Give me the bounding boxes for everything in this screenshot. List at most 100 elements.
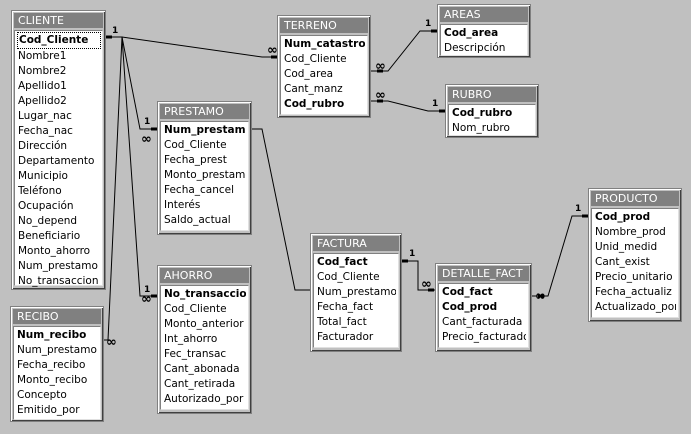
table-title[interactable]: CLIENTE <box>14 13 103 28</box>
field-producto-1[interactable]: Nombre_prod <box>595 226 666 238</box>
field-cliente-1[interactable]: Nombre1 <box>18 50 67 62</box>
relationship-cliente-recibo[interactable] <box>104 36 123 341</box>
field-producto-4[interactable]: Precio_unitario <box>595 271 673 283</box>
field-terreno-2[interactable]: Cod_area <box>284 68 334 80</box>
relationship-cliente-ahorro[interactable] <box>106 36 157 297</box>
table-title[interactable]: TERRENO <box>280 18 368 33</box>
field-prestamo-1[interactable]: Cod_Cliente <box>164 139 227 151</box>
field-cliente-14[interactable]: Monto_ahorro <box>18 245 91 257</box>
field-recibo-5[interactable]: Emitido_por <box>17 404 80 416</box>
table-title[interactable]: RUBRO <box>448 87 536 102</box>
relationship-factura-detalle_fact[interactable] <box>402 260 435 291</box>
field-recibo-1[interactable]: Num_prestamo <box>17 344 97 356</box>
relationship-prestamo-factura[interactable] <box>252 128 310 291</box>
relationship-cliente-terreno[interactable] <box>106 36 277 58</box>
field-prestamo-2[interactable]: Fecha_prest <box>164 154 227 166</box>
field-cliente-4[interactable]: Apellido2 <box>18 95 67 107</box>
field-detalle_fact-3[interactable]: Precio_facturado <box>442 331 526 343</box>
field-prestamo-6[interactable]: Saldo_actual <box>164 214 231 226</box>
field-ahorro-7[interactable]: Autorizado_por <box>164 393 244 405</box>
table-title[interactable]: RECIBO <box>13 309 101 324</box>
field-areas-1[interactable]: Descripción <box>444 42 506 54</box>
field-recibo-2[interactable]: Fecha_recibo <box>17 359 86 371</box>
field-factura-4[interactable]: Total_fact <box>317 316 367 328</box>
field-prestamo-3[interactable]: Monto_prestamo <box>164 169 246 181</box>
field-terreno-3[interactable]: Cant_manz <box>284 83 343 95</box>
cardinality-many-label: ∞ <box>106 335 117 350</box>
field-factura-5[interactable]: Facturador <box>317 331 374 343</box>
field-rubro-1[interactable]: Nom_rubro <box>452 122 510 134</box>
field-cliente-6[interactable]: Fecha_nac <box>18 125 73 137</box>
field-cliente-2[interactable]: Nombre2 <box>18 65 67 77</box>
field-cliente-7[interactable]: Dirección <box>18 140 68 152</box>
field-ahorro-5[interactable]: Cant_abonada <box>164 363 240 375</box>
field-prestamo-4[interactable]: Fecha_cancel <box>164 184 235 196</box>
field-prestamo-5[interactable]: Interés <box>164 199 201 211</box>
field-cliente-8[interactable]: Departamento <box>18 155 95 167</box>
field-areas-0[interactable]: Cod_area <box>444 27 499 39</box>
table-title[interactable]: FACTURA <box>313 236 399 251</box>
cardinality-many-label: ∞ <box>267 43 278 58</box>
field-rubro-0[interactable]: Cod_rubro <box>452 107 513 119</box>
table-title[interactable]: PRODUCTO <box>591 191 679 206</box>
field-terreno-1[interactable]: Cod_Cliente <box>284 53 347 65</box>
field-producto-6[interactable]: Actualizado_por <box>595 301 676 313</box>
field-ahorro-2[interactable]: Monto_anterior <box>164 318 244 330</box>
table-title[interactable]: DETALLE_FACT <box>438 266 529 281</box>
field-cliente-13[interactable]: Beneficiario <box>18 230 81 242</box>
field-cliente-5[interactable]: Lugar_nac <box>18 110 72 122</box>
field-terreno-4[interactable]: Cod_rubro <box>284 98 345 110</box>
field-recibo-4[interactable]: Concepto <box>17 389 67 401</box>
field-detalle_fact-1[interactable]: Cod_prod <box>442 301 498 313</box>
field-terreno-0[interactable]: Num_catastro <box>284 38 365 50</box>
field-cliente-10[interactable]: Teléfono <box>18 185 62 197</box>
field-recibo-0[interactable]: Num_recibo <box>17 329 87 341</box>
relationship-cliente-prestamo[interactable] <box>106 36 157 130</box>
field-cliente-3[interactable]: Apellido1 <box>18 80 67 92</box>
field-ahorro-4[interactable]: Fec_transac <box>164 348 227 360</box>
field-cliente-15[interactable]: Num_prestamo <box>18 260 98 272</box>
field-cliente-9[interactable]: Municipio <box>18 170 68 182</box>
field-factura-2[interactable]: Num_prestamo <box>317 286 396 298</box>
field-cliente-0[interactable]: Cod_Cliente <box>17 32 101 49</box>
field-ahorro-6[interactable]: Cant_retirada <box>164 378 236 390</box>
field-ahorro-0[interactable]: No_transaccion <box>164 288 246 300</box>
field-ahorro-1[interactable]: Cod_Cliente <box>164 303 227 315</box>
field-producto-2[interactable]: Unid_medid <box>595 241 658 253</box>
field-producto-0[interactable]: Cod_prod <box>595 211 651 223</box>
table-title[interactable]: AREAS <box>440 7 528 22</box>
field-prestamo-0[interactable]: Num_prestamo <box>164 124 246 136</box>
field-factura-3[interactable]: Fecha_fact <box>317 301 374 313</box>
field-detalle_fact-2[interactable]: Cant_facturada <box>442 316 523 328</box>
field-ahorro-3[interactable]: Int_ahorro <box>164 333 218 345</box>
table-title[interactable]: AHORRO <box>160 268 249 283</box>
field-producto-5[interactable]: Fecha_actualiz <box>595 286 672 298</box>
relationship-producto-detalle_fact[interactable] <box>532 215 588 297</box>
field-factura-0[interactable]: Cod_fact <box>317 256 368 268</box>
field-cliente-12[interactable]: No_depend <box>18 215 78 227</box>
field-cliente-11[interactable]: Ocupación <box>18 200 74 212</box>
cardinality-one-label: 1 <box>112 26 118 36</box>
field-recibo-3[interactable]: Monto_recibo <box>17 374 88 386</box>
table-title[interactable]: PRESTAMO <box>160 104 249 119</box>
field-factura-1[interactable]: Cod_Cliente <box>317 271 380 283</box>
field-producto-3[interactable]: Cant_exist <box>595 256 650 268</box>
field-detalle_fact-0[interactable]: Cod_fact <box>442 286 493 298</box>
field-cliente-16[interactable]: No_transaccion <box>18 275 99 287</box>
cardinality-many-label: ∞ <box>535 289 546 304</box>
